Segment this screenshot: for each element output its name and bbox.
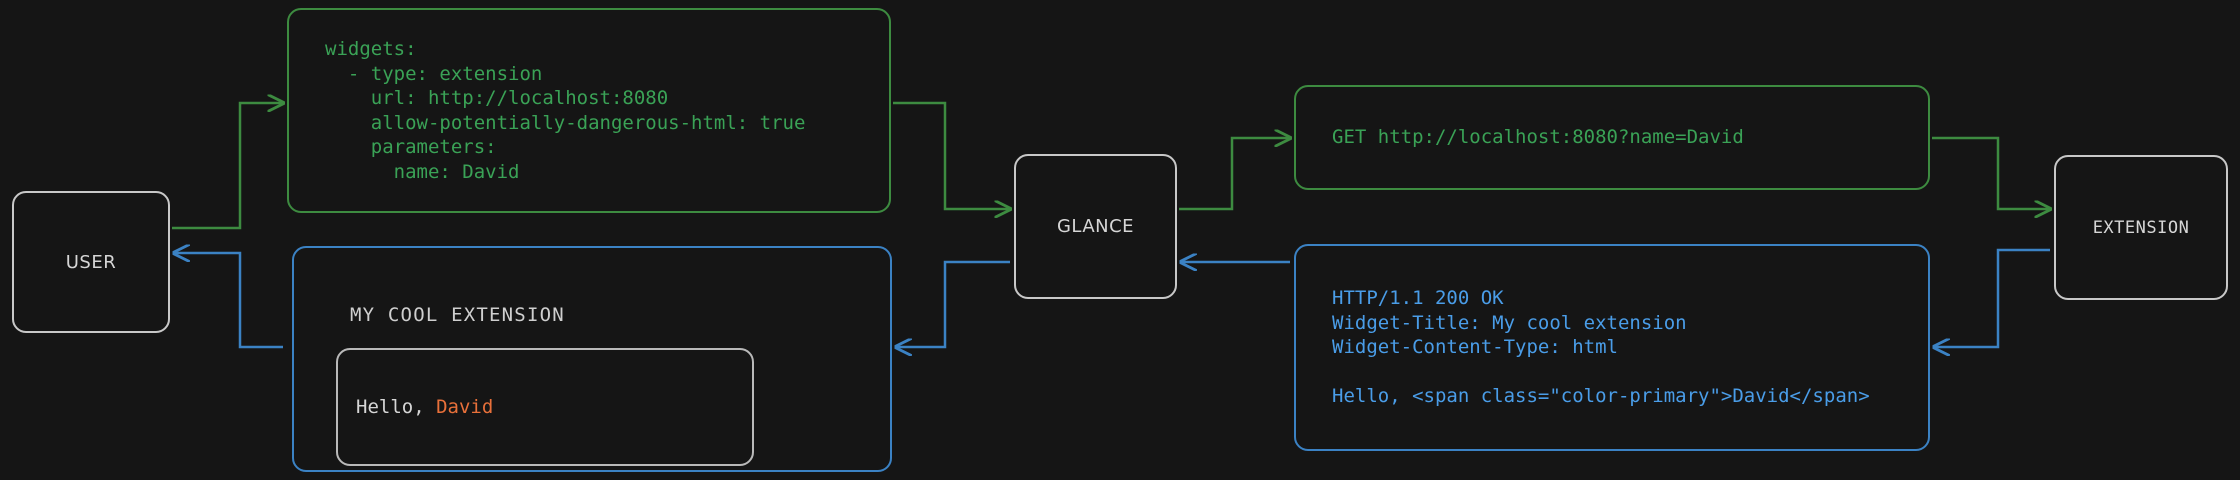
arrow-widget-to-user — [174, 253, 283, 349]
config-yaml-text: widgets: - type: extension url: http://l… — [325, 38, 806, 183]
widget-greeting-name: David — [436, 396, 494, 418]
arrow-extension-to-response — [1934, 248, 2050, 347]
widget-content-box: Hello, David — [336, 348, 754, 466]
widget-greeting: Hello, David — [356, 396, 493, 418]
arrow-request-to-extension — [1932, 136, 2050, 209]
actor-user-label: USER — [65, 251, 117, 273]
arrow-glance-to-request — [1179, 138, 1290, 211]
http-response-text: HTTP/1.1 200 OK Widget-Title: My cool ex… — [1332, 287, 1870, 408]
actor-extension-label: EXTENSION — [2092, 217, 2190, 238]
actor-glance-label: GLANCE — [1056, 216, 1135, 237]
actor-glance[interactable]: GLANCE — [1014, 154, 1177, 299]
arrow-glance-to-widget — [896, 260, 1010, 347]
arrow-config-to-glance — [893, 101, 1010, 209]
panel-http-request[interactable]: GET http://localhost:8080?name=David — [1294, 85, 1930, 190]
panel-rendered-widget[interactable]: MY COOL EXTENSION Hello, David — [292, 246, 892, 472]
http-request-text: GET http://localhost:8080?name=David — [1332, 126, 1744, 149]
actor-user[interactable]: USER — [12, 191, 170, 333]
panel-config-yaml[interactable]: widgets: - type: extension url: http://l… — [287, 8, 891, 213]
arrow-user-to-config — [172, 103, 283, 230]
widget-title: MY COOL EXTENSION — [350, 304, 565, 326]
panel-http-response[interactable]: HTTP/1.1 200 OK Widget-Title: My cool ex… — [1294, 244, 1930, 451]
widget-greeting-prefix: Hello, — [356, 396, 437, 418]
actor-extension[interactable]: EXTENSION — [2054, 155, 2228, 300]
